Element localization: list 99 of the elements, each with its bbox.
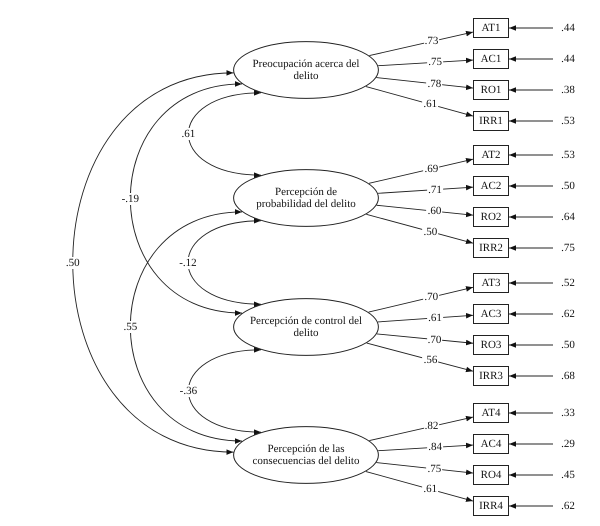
error-variance: .44 xyxy=(553,20,583,36)
arrow xyxy=(366,342,474,372)
arrow xyxy=(376,333,474,346)
indicator-box: AC2 xyxy=(473,176,509,196)
arrow xyxy=(508,342,554,348)
arrow xyxy=(508,25,554,31)
edge-label: .75 xyxy=(426,462,442,475)
construct-label: Percepción de las consecuencias del delito xyxy=(252,443,360,467)
arrow xyxy=(508,441,554,447)
error-variance: .68 xyxy=(553,368,583,384)
construct-ellipse xyxy=(233,298,379,356)
error-variance: .53 xyxy=(553,147,583,163)
edge-label: .60 xyxy=(426,205,442,218)
arrow xyxy=(508,56,554,62)
arrow xyxy=(376,204,474,218)
arrow xyxy=(508,373,554,379)
error-variance: .52 xyxy=(553,275,583,291)
arrow xyxy=(508,280,554,286)
double-headed-arrow xyxy=(130,82,242,315)
error-variance: .50 xyxy=(553,178,583,194)
arrow xyxy=(377,312,474,322)
indicator-box: IRR1 xyxy=(473,111,509,131)
arrow xyxy=(508,87,554,93)
indicator-box: IRR4 xyxy=(473,496,509,516)
edge-label: .71 xyxy=(427,184,443,196)
edge-label: -.12 xyxy=(178,256,198,268)
error-variance: .33 xyxy=(553,405,583,421)
indicator-box: RO2 xyxy=(473,207,509,227)
construct-label: Preocupación acerca del delito xyxy=(252,58,360,82)
error-variance: .44 xyxy=(553,51,583,67)
edge-label: .61 xyxy=(422,98,438,110)
double-headed-arrow xyxy=(188,218,262,306)
arrow xyxy=(508,311,554,317)
double-headed-arrow xyxy=(130,210,242,443)
edge-label: .50 xyxy=(422,226,438,238)
indicator-box: RO4 xyxy=(473,465,509,485)
indicator-box: AC4 xyxy=(473,434,509,454)
arrow xyxy=(368,30,474,56)
error-variance: .62 xyxy=(553,306,583,322)
edge-label: .61 xyxy=(422,483,438,496)
edge-label: .55 xyxy=(122,320,138,332)
edge-label: .61 xyxy=(180,128,196,140)
indicator-box: IRR2 xyxy=(473,238,509,258)
edge-label: .70 xyxy=(426,334,442,346)
arrow xyxy=(368,158,474,184)
arrow xyxy=(508,245,554,251)
edge-label: .73 xyxy=(424,35,440,48)
arrow xyxy=(376,77,474,90)
edge-label: .69 xyxy=(424,162,440,175)
edge-label: .70 xyxy=(423,291,440,304)
indicator-box: AC1 xyxy=(473,49,509,69)
arrow xyxy=(508,183,554,189)
edge-label: .82 xyxy=(424,420,440,432)
error-variance: .64 xyxy=(553,209,583,225)
indicator-box: RO1 xyxy=(473,80,509,100)
error-variance: .75 xyxy=(553,240,583,256)
construct-label: Percepción de probabilidad del delito xyxy=(255,186,357,210)
arrow xyxy=(508,503,554,509)
error-variance: .53 xyxy=(553,113,583,129)
indicator-box: AT1 xyxy=(473,18,509,38)
indicator-box: RO3 xyxy=(473,335,509,355)
double-headed-arrow xyxy=(188,348,262,434)
arrow xyxy=(508,472,554,478)
edge-label: .78 xyxy=(426,78,442,90)
edge-label: .50 xyxy=(64,256,81,268)
arrow xyxy=(366,471,474,502)
indicator-box: AT4 xyxy=(473,403,509,423)
error-variance: .29 xyxy=(553,436,583,452)
arrow xyxy=(366,86,474,117)
arrow xyxy=(508,410,554,416)
construct-ellipse xyxy=(233,426,379,484)
arrow xyxy=(508,214,554,220)
arrow xyxy=(366,214,474,244)
edge-label: .84 xyxy=(427,441,443,454)
construct-ellipse xyxy=(233,41,379,99)
edge-label: -.19 xyxy=(120,192,140,204)
error-variance: .62 xyxy=(553,498,583,514)
arrow xyxy=(368,416,474,442)
construct-label: Percepción de control del delito xyxy=(248,315,364,339)
edge-label: -.36 xyxy=(178,385,198,397)
error-variance: .45 xyxy=(553,467,583,483)
edge-label: .56 xyxy=(422,354,438,366)
arrow xyxy=(508,118,554,124)
indicator-box: IRR3 xyxy=(473,366,509,386)
indicator-box: AC3 xyxy=(473,304,509,324)
indicator-box: AT2 xyxy=(473,145,509,165)
double-headed-arrow xyxy=(188,90,262,178)
error-variance: .38 xyxy=(553,82,583,98)
arrow xyxy=(376,462,474,476)
arrow xyxy=(378,442,474,452)
arrow xyxy=(378,58,474,66)
indicator-box: AT3 xyxy=(473,273,509,293)
edge-label: .75 xyxy=(427,56,443,68)
edge-label: .61 xyxy=(427,312,443,324)
arrow xyxy=(368,286,474,313)
construct-ellipse xyxy=(233,169,379,227)
arrow xyxy=(508,152,554,158)
error-variance: .50 xyxy=(553,337,583,353)
arrow xyxy=(378,184,474,194)
